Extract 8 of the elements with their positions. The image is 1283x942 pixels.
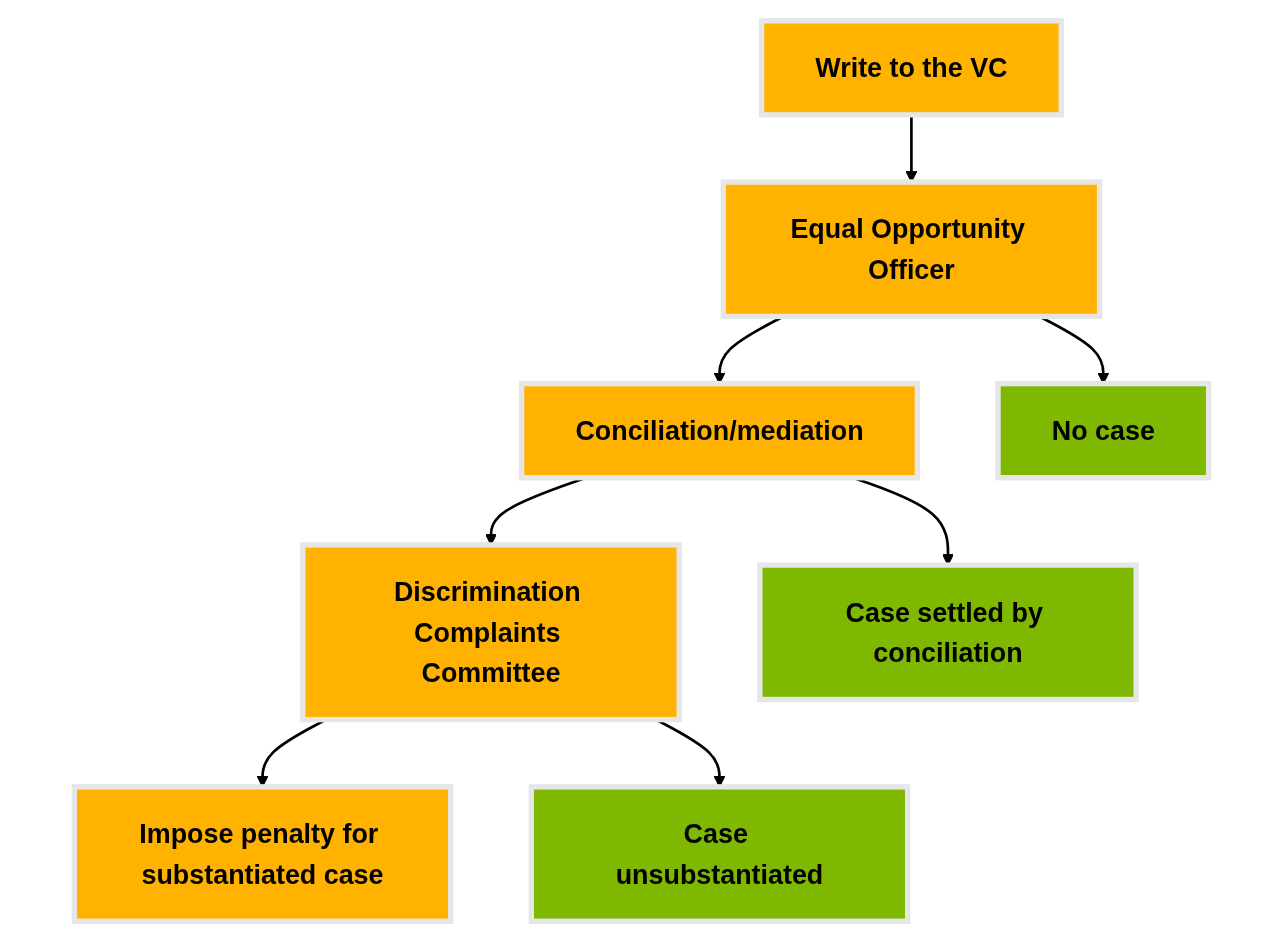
- node-box: Equal Opportunity Officer: [720, 179, 1103, 320]
- node-box: Discrimination Complaints Committee: [300, 542, 682, 723]
- node-box: Case unsubstantiated: [528, 784, 911, 924]
- node-box: No case: [995, 380, 1212, 481]
- node-box: Conciliation/mediation: [518, 380, 921, 481]
- node-box: Case settled by conciliation: [757, 562, 1139, 703]
- node-box: Write to the VC: [758, 18, 1064, 118]
- node-box: Impose penalty for substantiated case: [71, 784, 454, 924]
